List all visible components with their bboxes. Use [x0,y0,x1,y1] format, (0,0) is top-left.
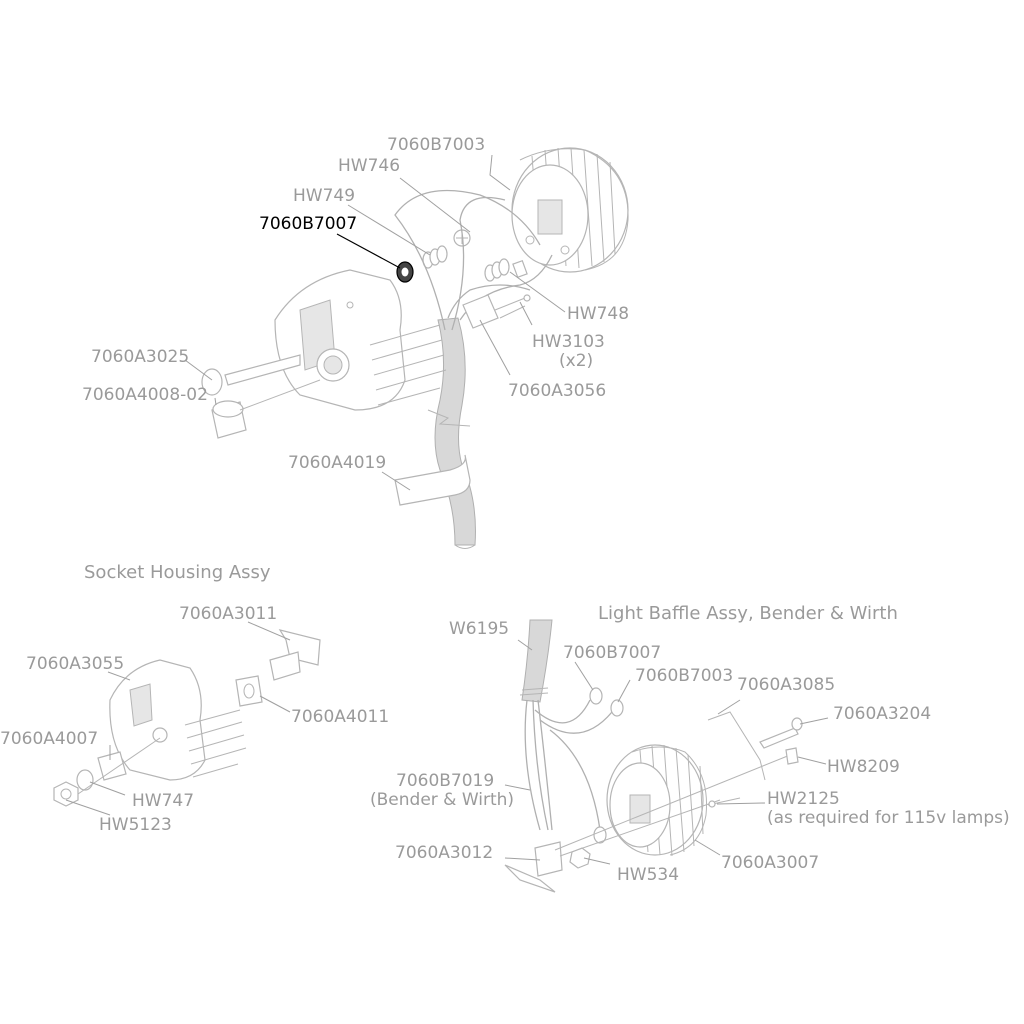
top-assembly [201,147,629,549]
screw-7060A3204 [759,727,799,749]
strap [394,454,471,506]
cable-w6195 [521,619,553,703]
label-hw748: HW748 [567,304,629,324]
label-7060A3055: 7060A3055 [26,654,124,674]
label-7060A3025: 7060A3025 [91,347,189,367]
label-7060A3011: 7060A3011 [179,604,277,624]
clip-7060A3056 [462,294,499,329]
label-7060A4007: 7060A4007 [0,729,98,749]
label-7060A3012: 7060A3012 [395,843,493,863]
part-labels: 7060B7003 HW746 HW749 7060B7007 HW748 HW… [0,135,1010,885]
eyelet-7060B7003-b [610,699,624,717]
label-hw746: HW746 [338,156,400,176]
gasket-7060A4011 [235,675,263,707]
label-7060A3085: 7060A3085 [737,675,835,695]
label-7060B7003-bottom: 7060B7003 [635,666,733,686]
screw-hw2125 [708,800,716,808]
cable-7060A4019 [434,317,476,546]
nut-hw5123 [53,781,79,807]
label-7060A4019: 7060A4019 [288,453,386,473]
label-hw2125-note: (as required for 115v lamps) [767,808,1010,828]
label-7060B7019-note: (Bender & Wirth) [370,790,514,810]
section-title-light-baffle: Light Baffle Assy, Bender & Wirth [598,603,898,624]
leader-lines [65,154,829,865]
label-hw749: HW749 [293,186,355,206]
label-7060B7003-top: 7060B7003 [387,135,485,155]
label-7060B7007-highlight: 7060B7007 [259,214,357,234]
screw-7060A3025 [224,354,301,386]
spring-hw748 [484,258,510,282]
label-7060A4011: 7060A4011 [291,707,389,727]
washer-hw747 [76,769,94,791]
connector [269,651,301,681]
label-hw2125: HW2125 [767,789,840,809]
label-7060A3056: 7060A3056 [508,381,606,401]
label-hw8209: HW8209 [827,757,900,777]
light-baffle-assembly [504,619,803,893]
label-7060A3007: 7060A3007 [721,853,819,873]
label-hw534: HW534 [617,865,679,885]
washer [201,368,223,396]
label-w6195: W6195 [449,619,509,639]
label-hw747: HW747 [132,791,194,811]
label-hw3103-qty: (x2) [559,351,593,371]
clip-hw8209 [785,747,799,765]
label-7060B7007-bottom: 7060B7007 [563,643,661,663]
wire-7060A3085 [707,711,766,781]
knob-7060A4007 [97,751,127,781]
label-7060A4008-02: 7060A4008-02 [82,385,208,405]
socket-housing [274,269,406,411]
label-hw5123: HW5123 [99,815,172,835]
eyelet-7060B7007-b [589,687,603,705]
label-7060B7019: 7060B7019 [396,771,494,791]
label-7060A3204: 7060A3204 [833,704,931,724]
label-hw3103: HW3103 [532,332,605,352]
spring-hw749 [422,245,448,269]
connector-7060A3012 [534,841,563,877]
section-title-socket-housing: Socket Housing Assy [84,562,271,583]
